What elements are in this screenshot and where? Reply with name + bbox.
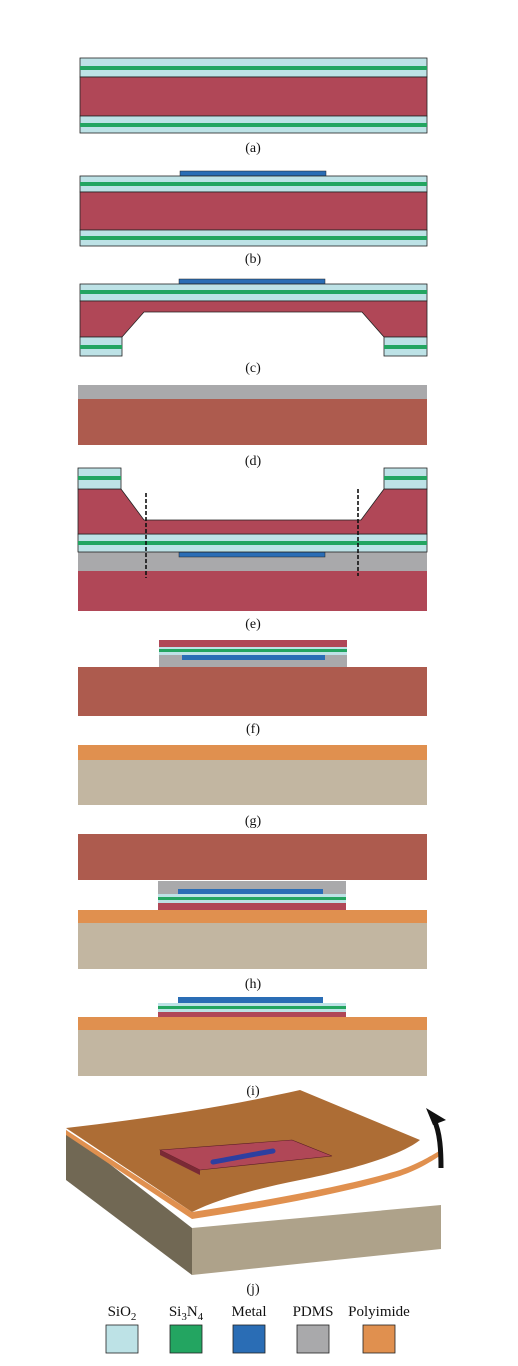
step-label: (e) [245, 617, 261, 632]
legend-label-si3n4: Si3N4 [169, 1304, 204, 1323]
step-label: (f) [246, 722, 260, 737]
metal-layer [182, 655, 325, 660]
step-c: (c) [79, 278, 428, 376]
metal-layer [178, 278, 326, 285]
si3n4-layer [158, 1006, 346, 1009]
metal-layer [179, 170, 327, 177]
si3n4-layer [384, 476, 427, 480]
step-g: (g) [78, 745, 427, 829]
silicon-layer [158, 903, 346, 910]
si3n4-layer [78, 476, 121, 480]
step-label: (i) [246, 1084, 260, 1099]
si3n4-layer [80, 182, 427, 186]
step-label: (h) [245, 977, 262, 992]
legend-label-pdms: PDMS [293, 1304, 334, 1320]
substrate-block-side-left [66, 1130, 192, 1275]
step-a: (a) [79, 57, 428, 156]
step-h: (h) [78, 834, 427, 992]
legend-swatch-sio2 [105, 1324, 139, 1354]
chip-metal-line [210, 1148, 276, 1165]
metal-layer [178, 889, 323, 894]
step-label: (d) [245, 454, 262, 469]
step-b: (b) [79, 170, 428, 267]
legend-label-polyimide: Polyimide [348, 1304, 410, 1320]
step-label: (g) [245, 814, 262, 829]
handle-wafer [78, 571, 427, 611]
metal-layer [178, 997, 323, 1003]
handle-wafer [78, 667, 427, 716]
pdms-layer [78, 552, 427, 571]
peel-arrow [431, 1118, 444, 1169]
si3n4-layer [159, 649, 347, 652]
silicon-layer [158, 1012, 346, 1017]
si3n4-layer [384, 345, 427, 349]
legend-swatch-metal [232, 1324, 266, 1354]
pdms-layer [78, 385, 427, 399]
legend-label-sio2: SiO2 [108, 1304, 137, 1323]
silicon-layer [159, 640, 347, 647]
substrate [78, 760, 427, 805]
si3n4-layer [80, 123, 427, 127]
metal-layer [178, 551, 326, 558]
step-label: (c) [245, 361, 261, 376]
legend: SiO2 Si3N4 Metal PDMS Polyimide [105, 1304, 410, 1354]
si3n4-layer [80, 345, 122, 349]
si3n4-layer [158, 897, 346, 900]
silicon-wafer [79, 76, 428, 117]
flipped-etched-silicon [77, 488, 428, 535]
si3n4-layer [80, 66, 427, 70]
step-e: (e) [77, 467, 428, 632]
etched-silicon [79, 300, 428, 338]
step-i: (i) [78, 997, 427, 1099]
si3n4-layer [80, 290, 427, 294]
silicon-wafer [79, 191, 428, 231]
legend-label-metal: Metal [232, 1304, 267, 1320]
step-label: (a) [245, 141, 261, 156]
step-label: (b) [245, 252, 262, 267]
polyimide-layer [78, 910, 427, 923]
handle-wafer [78, 834, 427, 880]
polyimide-layer [78, 745, 427, 760]
legend-swatch-si3n4 [169, 1324, 203, 1354]
polyimide-layer [78, 1017, 427, 1030]
legend-swatch-polyimide [362, 1324, 396, 1354]
polyimide-sheet-edge [66, 1130, 441, 1219]
step-f: (f) [78, 640, 427, 737]
step-d: (d) [78, 385, 427, 469]
legend-swatch-pdms [296, 1324, 330, 1354]
si3n4-layer [80, 236, 427, 240]
substrate [78, 1030, 427, 1076]
handle-wafer [78, 399, 427, 445]
step-j: (j) [66, 1090, 446, 1297]
substrate-block-side-right [192, 1205, 441, 1275]
step-label: (j) [246, 1282, 260, 1297]
si3n4-layer [78, 541, 427, 545]
chip-edge [160, 1150, 200, 1175]
substrate [78, 923, 427, 969]
arrow-head-icon [426, 1108, 446, 1125]
